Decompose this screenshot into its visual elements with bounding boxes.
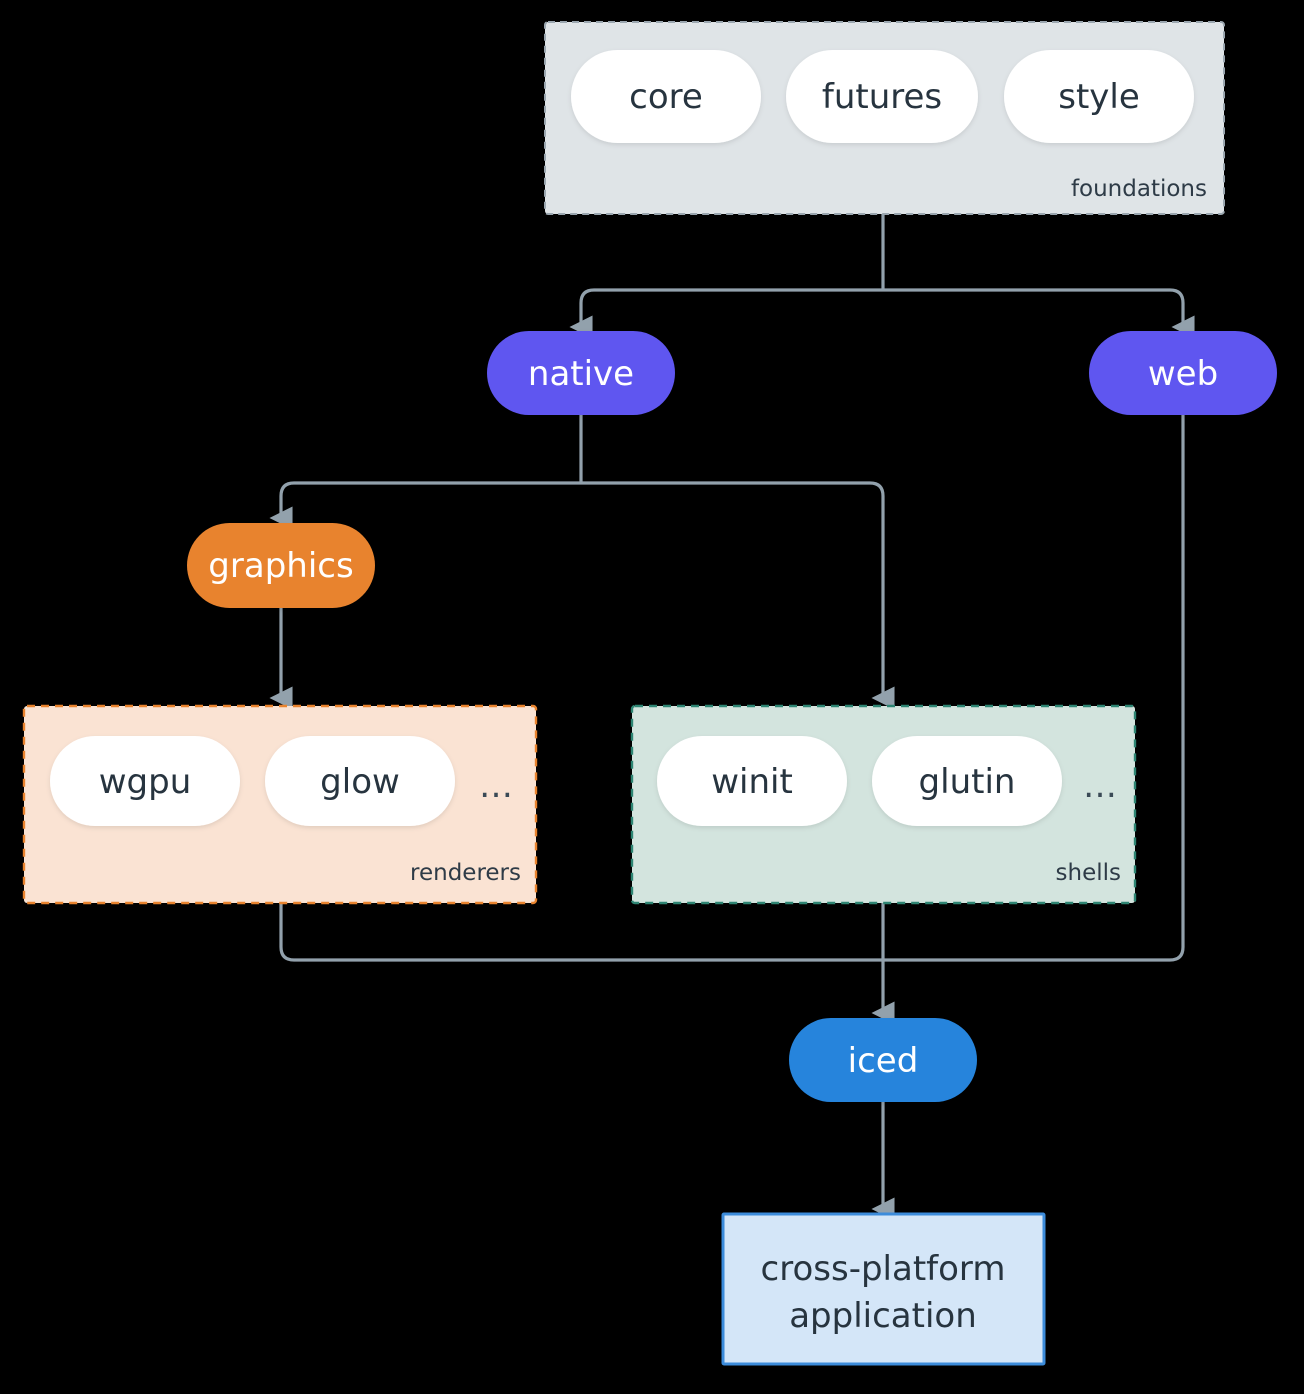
core-label: core xyxy=(629,77,703,117)
node-graphics[interactable]: graphics xyxy=(187,523,375,608)
node-native[interactable]: native xyxy=(487,331,675,415)
node-style[interactable]: style xyxy=(1004,50,1194,143)
application-label-line1: cross-platform xyxy=(761,1249,1006,1289)
node-application[interactable]: cross-platform application xyxy=(721,1212,1046,1366)
foundations-group-label: foundations xyxy=(1071,176,1207,202)
glow-pill[interactable] xyxy=(265,736,455,826)
renderers-more-label: … xyxy=(479,766,513,806)
wgpu-pill[interactable] xyxy=(50,736,240,826)
glow-label: glow xyxy=(320,762,400,802)
web-label: web xyxy=(1148,354,1218,394)
edge-renderers-to-bus xyxy=(279,903,883,962)
edge-native-to-shells xyxy=(581,481,895,710)
core-pill[interactable] xyxy=(571,50,761,143)
application-label-line2: application xyxy=(789,1296,977,1336)
node-core[interactable]: core xyxy=(571,50,761,143)
edge-web-to-bus xyxy=(883,415,1185,962)
native-pill[interactable] xyxy=(487,331,675,415)
futures-label: futures xyxy=(822,77,942,117)
edge-layer xyxy=(269,214,1195,1221)
web-pill[interactable] xyxy=(1089,331,1277,415)
application-box[interactable] xyxy=(721,1212,1046,1366)
group-renderers: renderers wgpu glow … xyxy=(22,704,538,905)
iced-label: iced xyxy=(848,1041,919,1081)
node-wgpu[interactable]: wgpu xyxy=(50,736,240,826)
style-pill[interactable] xyxy=(1004,50,1194,143)
shells-more-label: … xyxy=(1083,766,1117,806)
winit-pill[interactable] xyxy=(657,736,847,826)
node-iced[interactable]: iced xyxy=(789,1018,977,1102)
graphics-label: graphics xyxy=(208,546,353,586)
node-futures[interactable]: futures xyxy=(786,50,978,143)
iced-pill[interactable] xyxy=(789,1018,977,1102)
native-label: native xyxy=(528,354,634,394)
shells-group-label: shells xyxy=(1056,860,1121,886)
group-shells: shells winit glutin … xyxy=(630,704,1137,905)
edge-native-to-graphics xyxy=(269,481,581,530)
wgpu-label: wgpu xyxy=(99,762,192,802)
edge-foundations-to-web xyxy=(883,288,1195,339)
renderers-group-label: renderers xyxy=(410,860,521,886)
glutin-label: glutin xyxy=(919,762,1016,802)
node-web[interactable]: web xyxy=(1089,331,1277,415)
node-glutin[interactable]: glutin xyxy=(872,736,1062,826)
winit-label: winit xyxy=(711,762,793,802)
graphics-pill[interactable] xyxy=(187,523,375,608)
glutin-pill[interactable] xyxy=(872,736,1062,826)
node-winit[interactable]: winit xyxy=(657,736,847,826)
futures-pill[interactable] xyxy=(786,50,978,143)
edge-foundations-to-native xyxy=(569,288,883,339)
style-label: style xyxy=(1058,77,1140,117)
node-glow[interactable]: glow xyxy=(265,736,455,826)
group-foundations: foundations core futures style xyxy=(544,21,1225,215)
